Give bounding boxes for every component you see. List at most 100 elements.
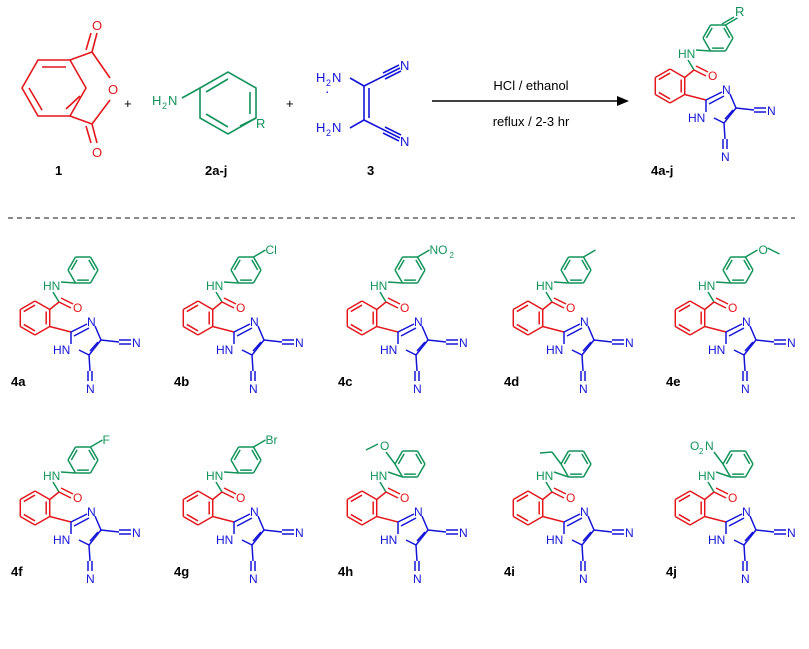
aryl-ring-bond	[582, 269, 592, 284]
amide-nh: HN	[206, 279, 223, 293]
aryl-ring-double-bond	[70, 259, 78, 271]
nh-aryl-bond	[553, 281, 569, 284]
imidazole-ring	[70, 323, 102, 356]
aryl-ring-double-bond	[725, 259, 733, 271]
product-r-bond	[721, 16, 735, 25]
imidazole-ring	[233, 323, 265, 356]
benzene-ring-bond	[527, 490, 544, 501]
benzene-ring-double-bond	[186, 304, 199, 313]
benzene-ring-bond	[346, 515, 363, 526]
imidazole-bond	[563, 323, 581, 333]
aryl-ring-bond	[89, 269, 99, 284]
amide-nh: HN	[536, 469, 553, 483]
imidazole-double-bond	[582, 341, 592, 352]
nh-aryl-bond	[715, 471, 731, 478]
imidazole-double-bond	[236, 327, 253, 337]
nitrile-bond	[251, 354, 254, 372]
anhydride-bonds	[21, 32, 111, 144]
carbonyl-o: O	[566, 301, 575, 315]
nh-aryl-bond	[60, 471, 76, 474]
benzene-ring-bond	[669, 93, 686, 104]
amide-nh: HN	[370, 279, 387, 293]
benzene-ring-double-bond	[350, 323, 363, 332]
benzene-ring-bond	[512, 490, 529, 501]
ring-carbonyl-bond	[49, 491, 60, 501]
imidazole-bond	[233, 323, 251, 333]
imidazole-double-bond	[89, 531, 99, 542]
amide-nh: HN	[43, 469, 60, 483]
aryl-ring-bond	[230, 256, 240, 271]
damn-h2n-bottom-n: N	[332, 120, 341, 135]
reagent-2-aniline: H 2 N R 2a-j	[152, 71, 265, 178]
aryl-ring-double-bond	[233, 449, 241, 461]
imidazole-bond	[725, 513, 743, 523]
amide-nh: HN	[698, 279, 715, 293]
aryl-ring-double-bond	[415, 453, 423, 465]
aniline-r-group: R	[256, 116, 265, 131]
aryl-ring	[394, 256, 426, 284]
carbonyl-double-bond	[387, 297, 401, 305]
nh-carbonyl-bond	[379, 481, 387, 493]
amide-nh: HN	[536, 279, 553, 293]
reagent-3-diaminomaleonitrile: · H 2 N H 2 N N N 3	[316, 58, 409, 178]
aryl-ring-double-bond	[415, 259, 423, 271]
damn-h2n-bottom-sub: 2	[326, 128, 331, 138]
aryl-ring-bond	[744, 256, 754, 271]
benzene-ring-bond	[527, 515, 544, 526]
aniline-bonds	[181, 71, 257, 135]
nitrile-bond	[251, 544, 254, 562]
aryl-ring	[702, 24, 734, 52]
ortho-methyl-bond	[539, 451, 553, 454]
aryl-ring-double-bond	[723, 27, 731, 39]
imidazole-bond	[70, 323, 88, 333]
nitrile-bond	[415, 354, 418, 372]
product-label: 4b	[174, 374, 189, 389]
aryl-ring-bond	[416, 256, 426, 271]
benzene-ring-bond	[361, 300, 378, 311]
fluoro-label: F	[103, 433, 110, 447]
imidazole-bond	[749, 325, 757, 341]
nh-aryl-bond	[715, 281, 731, 284]
benzene-imidazole-bond	[49, 515, 72, 523]
carbonyl-o: O	[400, 491, 409, 505]
ring-carbonyl-bond	[704, 491, 715, 501]
benzene-ring-double-bond	[516, 323, 529, 332]
benzene-ring-double-bond	[350, 494, 363, 503]
damn-h2n-top-n: N	[332, 70, 341, 85]
ring-carbonyl-bond	[212, 491, 223, 501]
benzene-ring-bond	[19, 325, 36, 336]
benzene-ring-bond	[182, 490, 199, 501]
benzene-ring	[654, 68, 686, 104]
aryl-ring-bond	[252, 459, 262, 474]
para-substituent-bond	[583, 249, 596, 258]
nitrile-n: N	[295, 526, 304, 540]
nh-aryl-bond	[553, 471, 569, 478]
aryl-ring-bond	[230, 269, 240, 284]
nitrile-bond	[743, 354, 746, 372]
carbonyl-double-bond	[715, 297, 729, 305]
carbonyl-double-bond	[553, 297, 567, 305]
nitrile-bond	[581, 354, 584, 372]
benzene-ring	[19, 300, 51, 336]
product-label: 4h	[338, 564, 353, 579]
imidazole-n3: N	[580, 505, 589, 519]
imidazole-nh: HN	[53, 343, 70, 357]
carbonyl-bond	[385, 301, 399, 309]
benzene-ring-bond	[19, 515, 36, 526]
benzene-ring	[512, 490, 544, 526]
nh-carbonyl-bond	[545, 291, 553, 303]
imidazole-bond	[241, 539, 253, 546]
benzene-ring-bond	[34, 490, 51, 501]
imidazole-bond	[94, 325, 102, 341]
bromo-label: Br	[266, 433, 278, 447]
carbonyl-bond	[385, 491, 399, 499]
aryl-ring-bond	[230, 446, 240, 461]
damn-cn-top-n: N	[400, 58, 409, 73]
aryl-ring-double-bond	[233, 259, 241, 271]
imidazole-double-bond	[252, 531, 262, 542]
benzene-ring-double-bond	[186, 323, 199, 332]
para-substituent-bond	[90, 439, 103, 448]
